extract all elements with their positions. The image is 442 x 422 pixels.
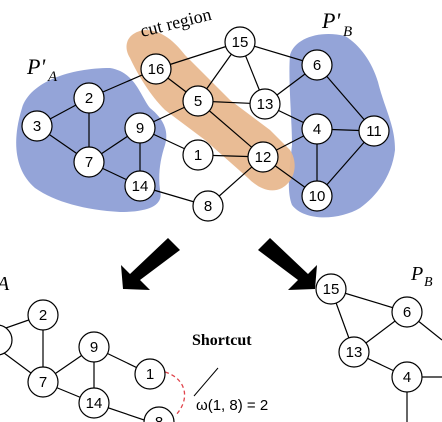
node-3: 3 bbox=[21, 110, 53, 142]
svg-text:14: 14 bbox=[132, 178, 149, 195]
svg-text:9: 9 bbox=[136, 120, 144, 137]
bl-node-1: 1 bbox=[134, 358, 166, 390]
svg-text:A: A bbox=[47, 69, 58, 85]
svg-text:7: 7 bbox=[39, 374, 47, 391]
node-11: 11 bbox=[358, 115, 390, 147]
cut-region-label: cut region bbox=[138, 4, 213, 41]
svg-text:10: 10 bbox=[309, 188, 326, 205]
svg-text:14: 14 bbox=[86, 395, 103, 412]
svg-text:P: P bbox=[410, 263, 423, 285]
svg-text:3: 3 bbox=[33, 118, 41, 135]
svg-text:13: 13 bbox=[257, 96, 274, 113]
shortcut-weight-label: ω(1, 8) = 2 bbox=[196, 397, 268, 414]
svg-text:9: 9 bbox=[90, 339, 98, 356]
bottom-left-nodes: 2 9 1 7 14 8 bbox=[0, 299, 175, 422]
svg-text:4: 4 bbox=[313, 121, 321, 138]
bl-node-partial bbox=[0, 324, 13, 356]
svg-text:1: 1 bbox=[194, 147, 202, 164]
node-13: 13 bbox=[249, 88, 281, 120]
node-6: 6 bbox=[301, 49, 333, 81]
shortcut-edge bbox=[164, 371, 186, 417]
node-4: 4 bbox=[301, 113, 333, 145]
svg-text:16: 16 bbox=[148, 61, 165, 78]
svg-text:2: 2 bbox=[39, 307, 47, 324]
svg-text:8: 8 bbox=[155, 414, 163, 422]
svg-text:6: 6 bbox=[313, 57, 321, 74]
bottom-left-partition-label: A bbox=[0, 273, 10, 295]
svg-text:11: 11 bbox=[366, 123, 382, 140]
bl-node-2: 2 bbox=[27, 299, 59, 331]
br-node-15: 15 bbox=[315, 273, 347, 305]
bottom-right-nodes: 15 6 13 4 bbox=[315, 273, 423, 393]
node-12: 12 bbox=[247, 141, 279, 173]
svg-text:P': P' bbox=[321, 8, 340, 33]
svg-text:12: 12 bbox=[255, 149, 272, 166]
svg-text:P': P' bbox=[26, 54, 45, 79]
node-14: 14 bbox=[124, 170, 156, 202]
svg-text:6: 6 bbox=[403, 304, 411, 321]
bl-node-8: 8 bbox=[143, 406, 175, 422]
svg-text:5: 5 bbox=[194, 93, 202, 110]
node-7: 7 bbox=[73, 146, 105, 178]
arrow-right-icon bbox=[258, 238, 317, 290]
arrow-left-icon bbox=[121, 238, 180, 290]
svg-text:8: 8 bbox=[204, 198, 212, 215]
br-node-4: 4 bbox=[391, 361, 423, 393]
top-graph-nodes: 1 2 3 4 5 6 7 8 9 10 11 12 13 14 15 16 bbox=[21, 26, 390, 222]
svg-text:15: 15 bbox=[232, 34, 249, 51]
node-15: 15 bbox=[224, 26, 256, 58]
svg-text:13: 13 bbox=[346, 344, 363, 361]
svg-text:7: 7 bbox=[85, 154, 93, 171]
node-8: 8 bbox=[192, 190, 224, 222]
partition-a-label: P' A bbox=[26, 54, 58, 85]
svg-text:4: 4 bbox=[403, 369, 411, 386]
bottom-right-partition-label: P B bbox=[410, 263, 433, 290]
br-node-13: 13 bbox=[338, 336, 370, 368]
bl-node-9: 9 bbox=[78, 331, 110, 363]
node-5: 5 bbox=[182, 85, 214, 117]
shortcut-pointer bbox=[193, 367, 219, 397]
shortcut-label: Shortcut bbox=[192, 332, 252, 349]
node-10: 10 bbox=[301, 180, 333, 212]
br-node-6: 6 bbox=[391, 296, 423, 328]
svg-text:2: 2 bbox=[85, 90, 93, 107]
bl-node-7: 7 bbox=[27, 366, 59, 398]
bl-node-14: 14 bbox=[78, 387, 110, 419]
partition-b-label: P' B bbox=[321, 8, 352, 40]
node-9: 9 bbox=[124, 112, 156, 144]
node-1: 1 bbox=[182, 139, 214, 171]
node-2: 2 bbox=[73, 82, 105, 114]
svg-text:B: B bbox=[424, 275, 433, 290]
svg-text:1: 1 bbox=[146, 366, 154, 383]
svg-text:B: B bbox=[343, 24, 352, 40]
svg-text:15: 15 bbox=[323, 281, 340, 298]
bottom-left-edges bbox=[0, 314, 151, 422]
node-16: 16 bbox=[140, 53, 172, 85]
